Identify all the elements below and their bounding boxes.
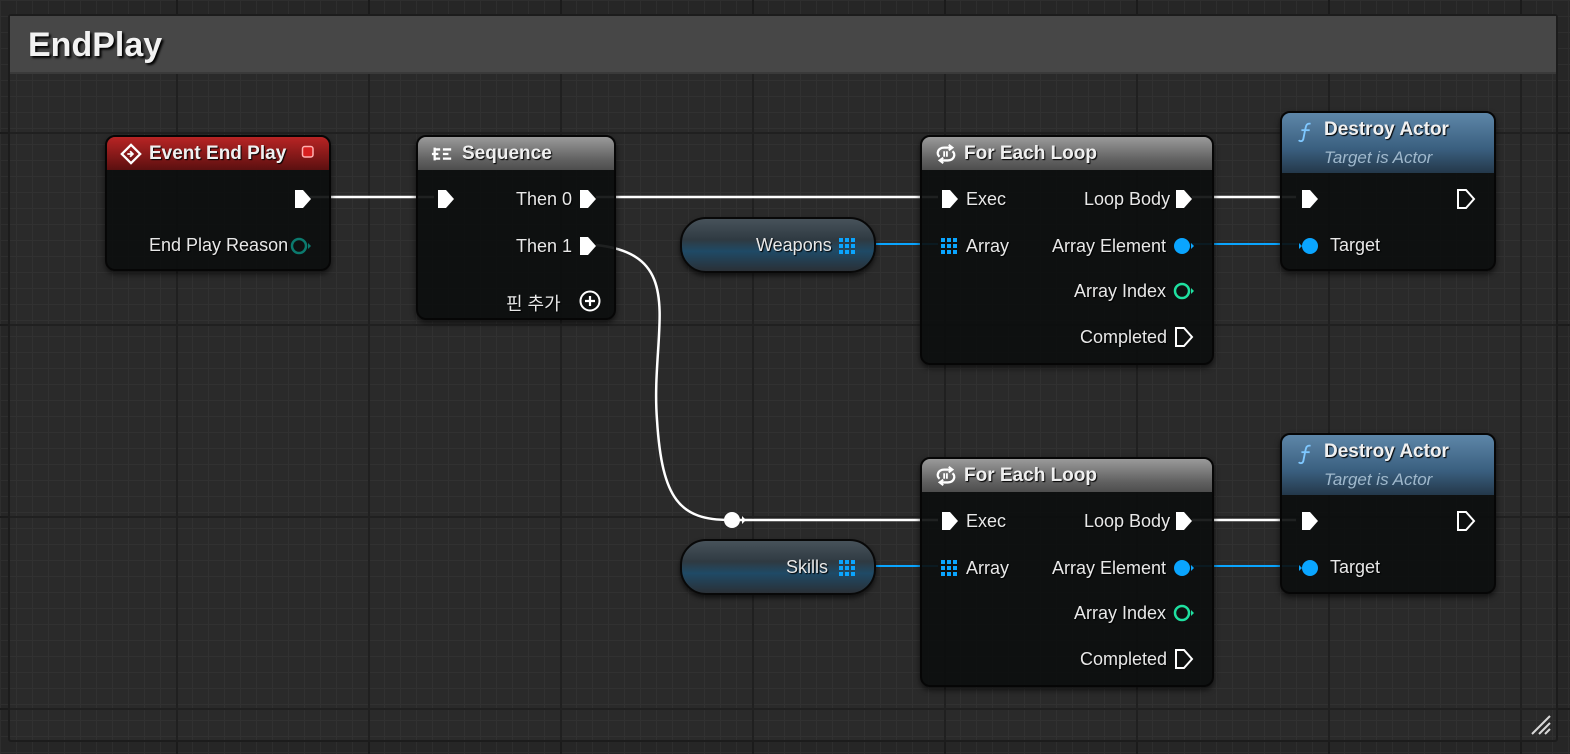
array-element-label: Array Element: [1052, 558, 1167, 578]
loop-body-pin[interactable]: [1174, 510, 1194, 532]
exec-in-pin[interactable]: [940, 188, 960, 210]
array-out-pin[interactable]: [838, 559, 856, 577]
node-header: Event End Play: [107, 137, 329, 170]
completed-label: Completed: [1080, 649, 1168, 669]
completed-pin[interactable]: [1174, 326, 1194, 348]
then1-label: Then 1: [516, 236, 573, 256]
for-each-loop-node-1[interactable]: For Each Loop Exec Loop Body Array Array…: [920, 135, 1214, 365]
exec-in-pin[interactable]: [436, 188, 456, 210]
loop-icon: [936, 466, 956, 486]
node-subtitle: Target is Actor: [1324, 470, 1433, 489]
array-element-label: Array Element: [1052, 236, 1167, 256]
skills-variable-node[interactable]: Skills: [680, 539, 876, 595]
for-each-loop-node-2[interactable]: For Each Loop Exec Loop Body Array Array…: [920, 457, 1214, 687]
target-in-pin[interactable]: [1298, 236, 1322, 256]
array-label: Array: [966, 558, 1010, 578]
target-label: Target: [1330, 557, 1381, 577]
comment-title: EndPlay: [28, 26, 163, 64]
enum-out-pin[interactable]: [289, 236, 313, 256]
function-icon: [1298, 122, 1311, 143]
reroute-node[interactable]: [724, 512, 746, 528]
destroy-actor-node-1[interactable]: Destroy Actor Target is Actor Target: [1280, 111, 1496, 271]
exec-out-pin[interactable]: [293, 188, 313, 210]
array-element-pin[interactable]: [1172, 558, 1196, 578]
skills-label: Skills: [786, 557, 829, 577]
loop-body-label: Loop Body: [1084, 511, 1171, 531]
function-icon: [1298, 444, 1311, 465]
sequence-node[interactable]: Sequence Then 0 Then 1 핀 추가: [416, 135, 616, 320]
node-header: Destroy Actor Target is Actor: [1282, 435, 1494, 495]
exec-in-pin[interactable]: [940, 510, 960, 532]
destroy-actor-node-2[interactable]: Destroy Actor Target is Actor Target: [1280, 433, 1496, 594]
completed-pin[interactable]: [1174, 648, 1194, 670]
event-end-play-node[interactable]: Event End Play End Play Reason: [105, 135, 331, 271]
node-title: Sequence: [462, 143, 552, 164]
then0-pin[interactable]: [578, 188, 598, 210]
node-header: Destroy Actor Target is Actor: [1282, 113, 1494, 173]
loop-body-label: Loop Body: [1084, 189, 1171, 209]
loop-icon: [936, 144, 956, 164]
comment-header[interactable]: EndPlay: [10, 16, 1556, 74]
delegate-pin-icon[interactable]: [301, 145, 319, 163]
node-title: For Each Loop: [964, 465, 1097, 486]
array-out-pin[interactable]: [838, 237, 856, 255]
node-header: For Each Loop: [922, 459, 1212, 492]
sequence-icon: [431, 147, 452, 161]
exec-out-pin[interactable]: [1456, 188, 1476, 210]
node-title: Destroy Actor: [1324, 119, 1449, 140]
target-label: Target: [1330, 235, 1381, 255]
node-header: Sequence: [418, 137, 614, 170]
resize-grip-icon[interactable]: [1530, 714, 1552, 736]
then0-label: Then 0: [516, 189, 573, 209]
node-title: For Each Loop: [964, 143, 1097, 164]
loop-body-pin[interactable]: [1174, 188, 1194, 210]
exec-in-pin[interactable]: [1300, 188, 1320, 210]
exec-label: Exec: [966, 189, 1007, 209]
array-in-pin[interactable]: [940, 237, 958, 255]
wire-then1-to-reroute: [595, 243, 731, 522]
weapons-label: Weapons: [756, 235, 832, 255]
then1-pin[interactable]: [578, 235, 598, 257]
node-header: For Each Loop: [922, 137, 1212, 170]
weapons-variable-node[interactable]: Weapons: [680, 217, 876, 273]
exec-label: Exec: [966, 511, 1007, 531]
exec-in-pin[interactable]: [1300, 510, 1320, 532]
completed-label: Completed: [1080, 327, 1168, 347]
array-element-pin[interactable]: [1172, 236, 1196, 256]
exec-out-pin[interactable]: [1456, 510, 1476, 532]
add-pin-icon[interactable]: [578, 289, 602, 313]
array-label: Array: [966, 236, 1010, 256]
end-play-reason-label: End Play Reason: [149, 235, 289, 255]
node-title: Event End Play: [149, 143, 287, 164]
event-diamond-icon: [120, 143, 142, 165]
array-index-label: Array Index: [1074, 603, 1167, 623]
array-in-pin[interactable]: [940, 559, 958, 577]
array-index-pin[interactable]: [1172, 281, 1196, 301]
array-index-pin[interactable]: [1172, 603, 1196, 623]
node-subtitle: Target is Actor: [1324, 148, 1433, 167]
target-in-pin[interactable]: [1298, 558, 1322, 578]
array-index-label: Array Index: [1074, 281, 1167, 301]
node-title: Destroy Actor: [1324, 441, 1449, 462]
add-pin-label[interactable]: 핀 추가: [506, 294, 561, 314]
